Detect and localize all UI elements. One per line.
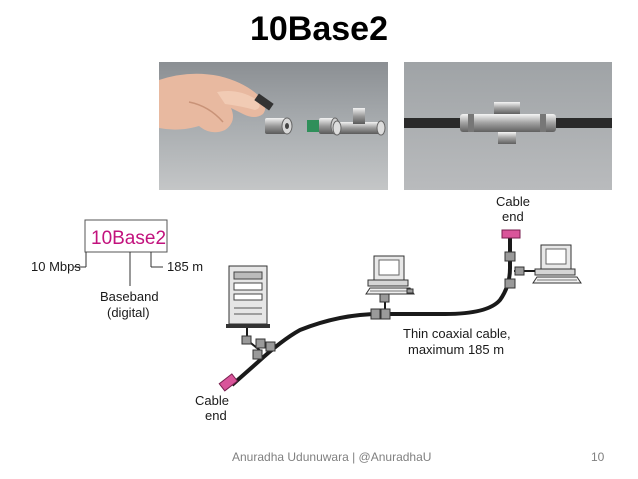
drop-connector-middle <box>379 293 390 303</box>
server-tower-icon <box>226 265 270 328</box>
cable-label-line2: maximum 185 m <box>408 342 504 357</box>
cable-label-line1: Thin coaxial cable, <box>403 326 511 341</box>
signaling-label-line1: Baseband <box>100 289 159 304</box>
t-connector-right-1 <box>504 251 516 262</box>
max-length-label: 185 m <box>167 259 203 274</box>
cable-end-top-line1: Cable <box>496 194 530 209</box>
drop-connector-server <box>241 335 252 345</box>
cable-end-bottom-line1: Cable <box>195 393 229 408</box>
t-connector-middle-1 <box>370 308 381 320</box>
page-number: 10 <box>591 450 605 464</box>
speed-label: 10 Mbps <box>31 259 81 274</box>
standard-box <box>84 219 168 253</box>
terminator-bottom <box>218 373 239 392</box>
slide-title: 10Base2 <box>249 10 388 48</box>
t-connector-left-3 <box>265 341 276 352</box>
signaling-label-line2: (digital) <box>107 305 150 320</box>
bnc-connector-photo <box>159 62 388 190</box>
workstation-right-icon <box>532 244 582 284</box>
terminator-top <box>501 229 521 239</box>
t-connector-left-1 <box>255 338 266 349</box>
workstation-middle-icon <box>365 255 415 295</box>
t-connector-photo <box>404 62 612 190</box>
cable-end-top-line2: end <box>502 209 524 224</box>
cable-end-bottom-line2: end <box>205 408 227 423</box>
t-connector-middle-2 <box>380 308 391 320</box>
bus-topology-diagram: 10Base2 10 Mbps 185 m Baseband (digital)… <box>31 194 582 423</box>
footer-author: Anuradha Udunuwara | @AnuradhaU <box>232 450 432 464</box>
t-connector-right-2 <box>504 278 516 289</box>
t-connector-left-2 <box>252 349 263 360</box>
drop-connector-right <box>514 266 525 276</box>
standard-box-label: 10Base2 <box>91 228 166 249</box>
